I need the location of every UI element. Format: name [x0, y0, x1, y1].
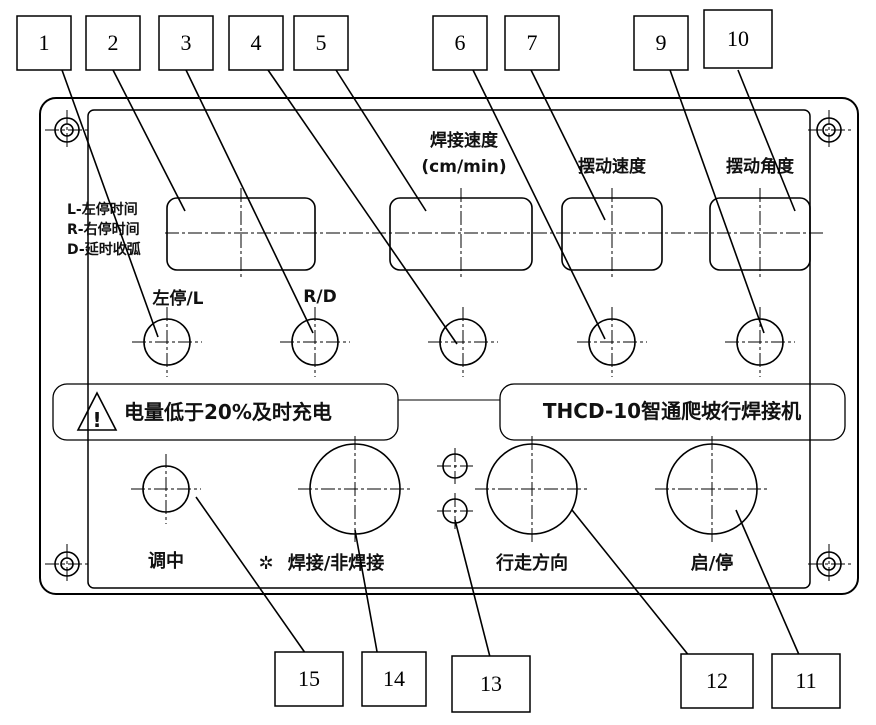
knob-weld-speed[interactable]	[428, 307, 498, 377]
label-swing-speed: 摆动速度	[578, 156, 647, 177]
callout-7: 7	[504, 15, 560, 71]
button-start-stop[interactable]	[655, 436, 769, 542]
leader-line-4	[267, 69, 458, 345]
corner-screw	[808, 544, 852, 584]
svg-text:2: 2	[108, 30, 119, 55]
svg-text:14: 14	[383, 666, 405, 691]
leader-line-12	[571, 509, 691, 658]
leader-line-11	[735, 509, 801, 658]
svg-text:5: 5	[316, 30, 327, 55]
panel-inner	[87, 109, 811, 589]
warning-triangle-icon	[76, 391, 118, 431]
label-swing-angle: 摆动角度	[726, 156, 795, 177]
label-weld-speed-unit: (cm/min)	[421, 157, 506, 177]
leader-line-3	[185, 69, 314, 334]
callout-9: 9	[633, 15, 689, 71]
svg-text:9: 9	[656, 30, 667, 55]
leader-line-9	[669, 69, 765, 334]
knob-swing-speed[interactable]	[577, 307, 647, 377]
svg-text:1: 1	[39, 30, 50, 55]
label-delay-arc: D-延时收弧	[67, 241, 141, 258]
svg-text:12: 12	[706, 668, 728, 693]
callout-1: 1	[16, 15, 72, 71]
label-left-stop: 左停/L	[152, 288, 203, 309]
callout-15: 15	[274, 651, 344, 707]
callout-13: 13	[451, 655, 531, 713]
label-weld-speed: 焊接速度	[430, 130, 499, 151]
corner-screw	[808, 110, 852, 150]
knob-swing-angle[interactable]	[725, 307, 795, 377]
leader-line-14	[354, 529, 379, 658]
leader-line-5	[335, 69, 427, 212]
leader-line-7	[530, 69, 606, 221]
callout-5: 5	[293, 15, 349, 71]
knob-center-adjust[interactable]	[131, 454, 201, 524]
svg-text:4: 4	[251, 30, 262, 55]
svg-text:11: 11	[795, 668, 816, 693]
model-name: THCD-10智通爬坡行焊接机	[543, 399, 801, 423]
leader-line-13	[454, 519, 491, 658]
button-weld-toggle[interactable]	[298, 436, 412, 542]
indicator-lamp-lower	[437, 493, 473, 529]
callout-11: 11	[771, 653, 841, 709]
label-rd: R/D	[303, 287, 336, 307]
svg-text:10: 10	[727, 26, 749, 51]
svg-text:13: 13	[480, 671, 502, 696]
corner-screw	[45, 110, 89, 150]
callout-2: 2	[85, 15, 141, 71]
callout-3: 3	[158, 15, 214, 71]
label-left-stop-time: L-左停时间	[67, 201, 138, 218]
knob-left-stop[interactable]	[132, 307, 202, 377]
warning-exclamation: !	[92, 408, 101, 432]
leader-line-1	[61, 69, 159, 338]
svg-text:6: 6	[455, 30, 466, 55]
leader-line-6	[472, 69, 606, 340]
indicator-lamp-upper	[437, 448, 473, 484]
callout-12: 12	[680, 653, 754, 709]
label-travel-direction: 行走方向	[495, 552, 568, 574]
label-right-stop-time: R-右停时间	[67, 221, 140, 238]
corner-screw	[45, 544, 89, 584]
label-center-adjust: 调中	[148, 550, 184, 572]
model-banner	[499, 383, 846, 441]
weld-snowflake-icon: ✲	[258, 553, 273, 574]
switch-travel-direction[interactable]	[475, 436, 589, 542]
panel-outer	[39, 97, 859, 595]
callout-10: 10	[703, 9, 773, 69]
leader-line-10	[737, 69, 796, 212]
svg-text:15: 15	[298, 666, 320, 691]
leader-line-2	[112, 69, 186, 212]
label-start-stop: 启/停	[691, 552, 734, 574]
label-weld-toggle: 焊接/非焊接	[288, 552, 385, 574]
knob-rd[interactable]	[280, 307, 350, 377]
warning-banner	[52, 383, 399, 441]
svg-text:3: 3	[181, 30, 192, 55]
svg-text:7: 7	[527, 30, 538, 55]
leader-line-15	[195, 496, 309, 658]
callout-6: 6	[432, 15, 488, 71]
callout-4: 4	[228, 15, 284, 71]
warning-text: 电量低于20%及时充电	[124, 400, 332, 424]
callout-14: 14	[361, 651, 427, 707]
